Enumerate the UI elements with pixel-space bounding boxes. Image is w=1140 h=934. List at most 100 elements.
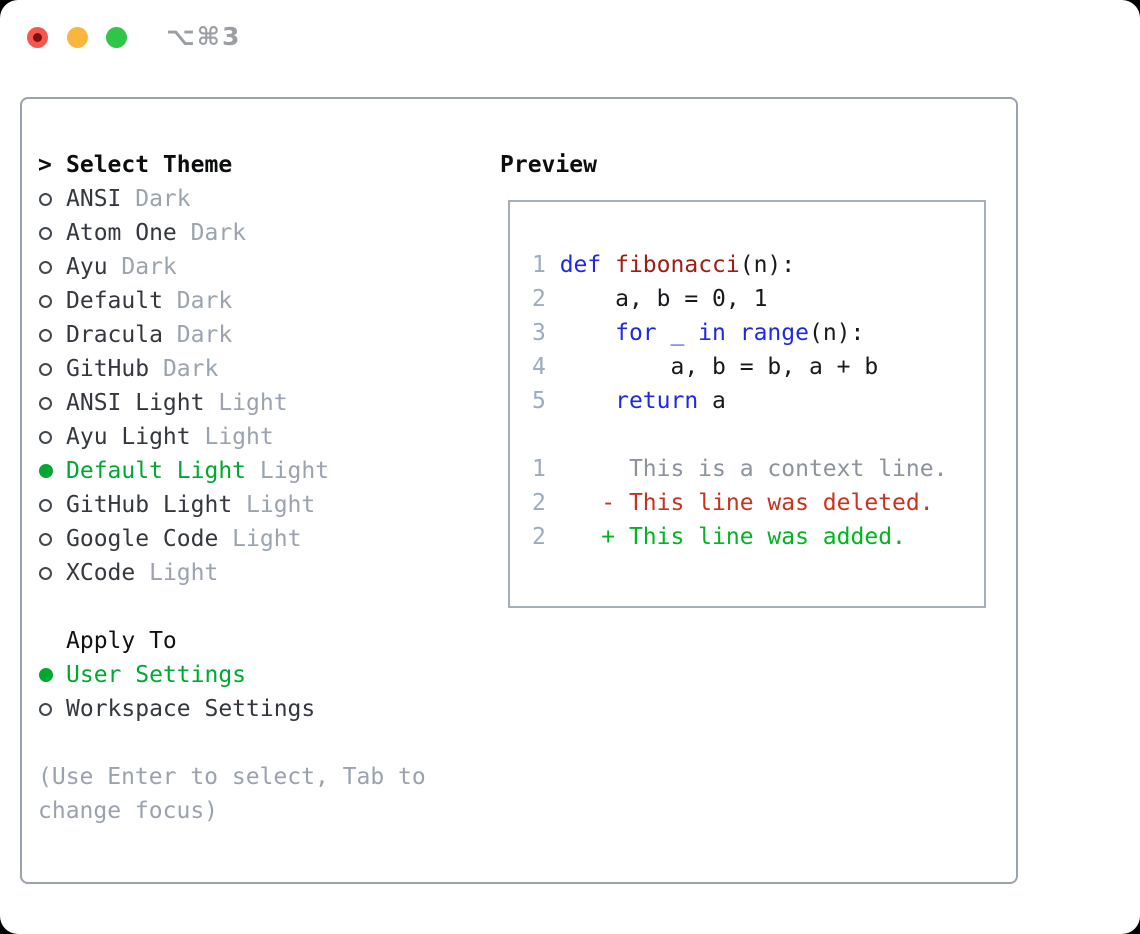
hint-line: change focus): [38, 798, 219, 824]
radio-icon: [39, 430, 52, 444]
option-variant-tag: Dark: [121, 186, 191, 212]
option-variant-tag: Dark: [176, 220, 247, 246]
option-label: User Settings: [66, 662, 247, 688]
preview-line: [532, 418, 984, 452]
token-num: 1: [532, 456, 546, 482]
close-button-icon[interactable]: [27, 27, 48, 48]
option-variant-tag: Dark: [162, 288, 233, 314]
radio-icon: [39, 294, 52, 308]
token-code: [560, 388, 615, 414]
theme-option-ayu[interactable]: Ayu Dark: [38, 250, 426, 284]
token-ctx: This is a context line.: [545, 456, 948, 482]
option-variant-tag: Light: [218, 526, 302, 552]
preview-line: 2 a, b = 0, 1: [532, 282, 984, 316]
radio-icon: [39, 532, 52, 546]
token-num: 1: [532, 252, 560, 278]
apply-to-option-workspace-settings[interactable]: Workspace Settings: [38, 692, 426, 726]
theme-option-default-light[interactable]: Default Light Light: [38, 454, 426, 488]
option-variant-tag: Dark: [149, 356, 219, 382]
theme-option-ansi[interactable]: ANSI Dark: [38, 182, 426, 216]
theme-option-github-light[interactable]: GitHub Light Light: [38, 488, 426, 522]
preview-line: 1 def fibonacci(n):: [532, 248, 984, 282]
theme-option-ayu-light[interactable]: Ayu Light Light: [38, 420, 426, 454]
radio-icon: [39, 566, 52, 580]
option-variant-tag: Light: [190, 424, 274, 450]
radio-icon: [39, 396, 52, 410]
token-code: [560, 320, 615, 346]
theme-option-xcode[interactable]: XCode Light: [38, 556, 426, 590]
preview-line: 4 a, b = b, a + b: [532, 350, 984, 384]
option-label: GitHub: [66, 356, 150, 382]
token-code: a, b = b, a + b: [559, 354, 879, 380]
select-theme-title: Select Theme: [66, 152, 233, 178]
spacer: [38, 590, 426, 624]
option-label: GitHub Light: [66, 492, 233, 518]
token-code: (n):: [739, 252, 796, 278]
theme-option-atom-one[interactable]: Atom One Dark: [38, 216, 426, 250]
option-label: Ayu Light: [66, 424, 191, 450]
titlebar: ⌥⌘3: [0, 0, 1140, 76]
token-code: a, b = 0, 1: [559, 286, 768, 312]
theme-option-github[interactable]: GitHub Dark: [38, 352, 426, 386]
option-variant-tag: Light: [204, 390, 288, 416]
option-label: ANSI Light: [66, 390, 205, 416]
radio-selected-icon: [39, 668, 53, 682]
radio-icon: [39, 328, 52, 342]
option-variant-tag: Light: [232, 492, 316, 518]
theme-option-ansi-light[interactable]: ANSI Light Light: [38, 386, 426, 420]
option-label: Google Code: [66, 526, 219, 552]
radio-selected-icon: [39, 464, 53, 478]
spacer: [38, 726, 426, 760]
preview-title: Preview: [500, 152, 597, 178]
option-label: ANSI: [66, 186, 122, 212]
token-code: a: [698, 388, 726, 414]
apply-to-option-user-settings[interactable]: User Settings: [38, 658, 426, 692]
radio-icon: [39, 702, 52, 716]
token-num: 2: [532, 286, 560, 312]
option-label: Ayu: [66, 254, 108, 280]
option-label: Dracula: [66, 322, 163, 348]
apply-to-header-row: Apply To: [38, 624, 426, 658]
option-variant-tag: Light: [135, 560, 219, 586]
token-kw: for _ in range: [615, 320, 809, 346]
token-num: 5: [532, 388, 560, 414]
option-variant-tag: Dark: [162, 322, 233, 348]
preview-line: 1 This is a context line.: [532, 452, 984, 486]
minimize-button-icon[interactable]: [67, 27, 88, 48]
keyboard-hint: (Use Enter to select, Tab to change focus…: [38, 760, 426, 828]
radio-icon: [39, 498, 52, 512]
theme-option-dracula[interactable]: Dracula Dark: [38, 318, 426, 352]
select-theme-header-row: > Select Theme: [38, 148, 426, 182]
apply-to-title: Apply To: [66, 628, 177, 654]
preview-line: 3 for _ in range(n):: [532, 316, 984, 350]
token-add: + This line was added.: [545, 524, 906, 550]
preview-line: 2 + This line was added.: [532, 520, 984, 554]
option-label: XCode: [66, 560, 136, 586]
token-del: - This line was deleted.: [545, 490, 934, 516]
token-code: (n):: [808, 320, 865, 346]
token-num: 4: [532, 354, 560, 380]
option-variant-tag: Dark: [107, 254, 177, 280]
token-code: [601, 252, 615, 278]
preview-line: 5 return a: [532, 384, 984, 418]
option-label: Workspace Settings: [66, 696, 316, 722]
hint-line: (Use Enter to select, Tab to: [38, 764, 426, 790]
token-num: 2: [532, 490, 546, 516]
token-num: 3: [532, 320, 560, 346]
theme-option-google-code[interactable]: Google Code Light: [38, 522, 426, 556]
token-kw: def: [559, 252, 602, 278]
token-num: 2: [532, 524, 546, 550]
option-label: Atom One: [66, 220, 177, 246]
radio-icon: [39, 362, 52, 376]
cursor-prompt-icon: >: [38, 152, 52, 178]
theme-option-default[interactable]: Default Dark: [38, 284, 426, 318]
zoom-button-icon[interactable]: [106, 27, 127, 48]
token-fn: fibonacci: [615, 252, 740, 278]
